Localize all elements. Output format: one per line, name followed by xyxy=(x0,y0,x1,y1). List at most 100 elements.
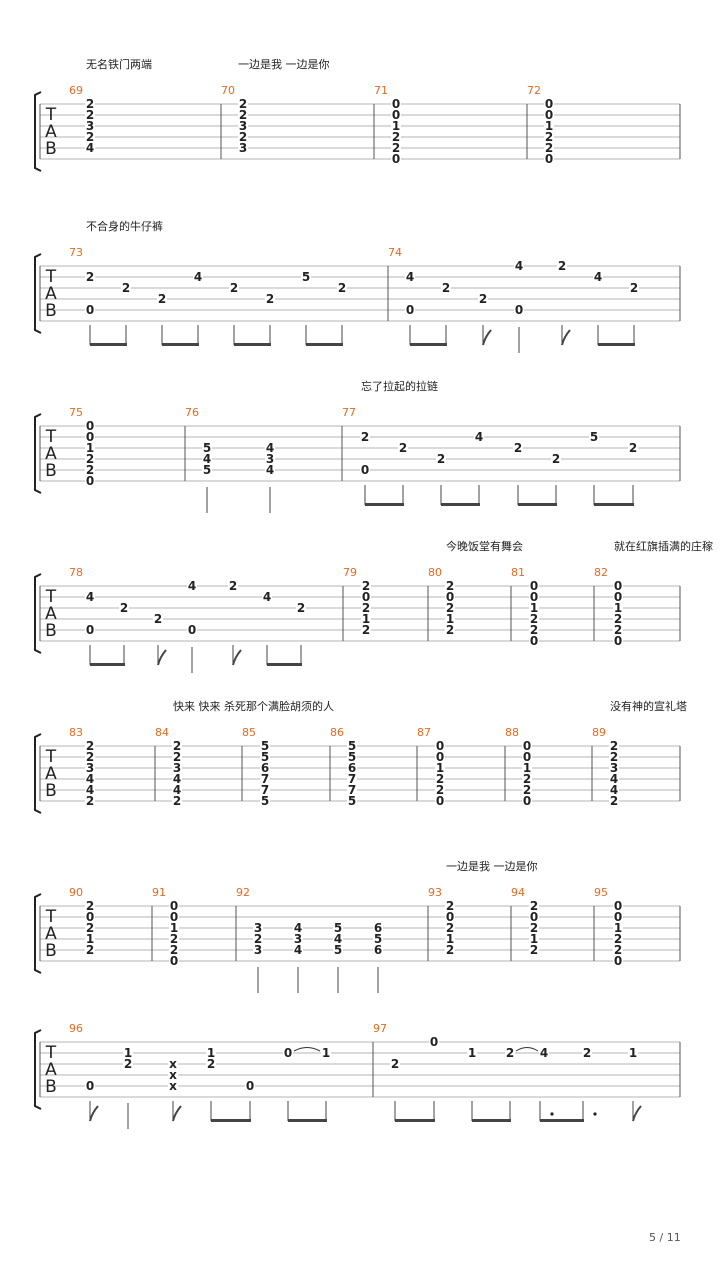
fret-number: 5 xyxy=(334,943,342,957)
fret-background xyxy=(202,442,212,453)
fret-number: 4 xyxy=(266,463,274,477)
fret-background xyxy=(609,795,619,806)
measure-number: 69 xyxy=(69,84,83,97)
fret-background xyxy=(522,762,532,773)
fret-background xyxy=(613,955,623,966)
fret-number: 2 xyxy=(583,1046,591,1060)
fret-number: 0 xyxy=(545,108,553,122)
fret-number: 0 xyxy=(392,97,400,111)
fret-number: 0 xyxy=(436,750,444,764)
fret-number: 2 xyxy=(86,130,94,144)
fret-number: 2 xyxy=(446,601,454,615)
fret-number: 2 xyxy=(610,750,618,764)
lyric-text: 今晚饭堂有舞会 xyxy=(446,539,523,553)
fret-number: x xyxy=(169,1057,177,1071)
fret-number: 2 xyxy=(362,579,370,593)
fret-background xyxy=(85,464,95,475)
fret-number: 4 xyxy=(406,270,414,284)
fret-number: 2 xyxy=(170,932,178,946)
fret-background xyxy=(85,420,95,431)
fret-number: 1 xyxy=(207,1046,215,1060)
fret-number: 2 xyxy=(436,772,444,786)
fret-background xyxy=(238,131,248,142)
fret-background xyxy=(478,293,488,304)
fret-background xyxy=(296,602,306,613)
fret-number: 4 xyxy=(334,932,342,946)
fret-background xyxy=(435,795,445,806)
fret-background xyxy=(260,773,270,784)
fret-number: 3 xyxy=(86,761,94,775)
fret-background xyxy=(360,464,370,475)
fret-number: 0 xyxy=(523,739,531,753)
tab-clef-letter: T xyxy=(45,267,57,287)
fret-background xyxy=(529,580,539,591)
note-beam xyxy=(518,503,557,506)
fret-number: 2 xyxy=(392,130,400,144)
fret-number: 2 xyxy=(629,441,637,455)
fret-background xyxy=(168,1080,178,1091)
fret-number: 2 xyxy=(552,452,560,466)
fret-background xyxy=(229,282,239,293)
fret-background xyxy=(474,431,484,442)
fret-background xyxy=(253,922,263,933)
fret-background xyxy=(445,922,455,933)
fret-background xyxy=(85,762,95,773)
fret-number: 4 xyxy=(594,270,602,284)
note-beam xyxy=(365,503,404,506)
fret-number: 2 xyxy=(154,612,162,626)
fret-number: 2 xyxy=(614,612,622,626)
fret-number: 2 xyxy=(442,281,450,295)
fret-number: 0 xyxy=(361,463,369,477)
fret-number: 2 xyxy=(506,1046,514,1060)
fret-number: 4 xyxy=(294,921,302,935)
fret-background xyxy=(529,635,539,646)
fret-number: 0 xyxy=(446,910,454,924)
fret-background xyxy=(539,1047,549,1058)
fret-number: 6 xyxy=(348,761,356,775)
fret-number: 2 xyxy=(446,921,454,935)
fret-number: 0 xyxy=(515,303,523,317)
fret-number: 3 xyxy=(294,932,302,946)
fret-number: 2 xyxy=(86,463,94,477)
fret-background xyxy=(172,762,182,773)
fret-number: 2 xyxy=(392,141,400,155)
fret-background xyxy=(551,453,561,464)
fret-number: 0 xyxy=(530,590,538,604)
fret-number: 2 xyxy=(158,292,166,306)
fret-background xyxy=(238,120,248,131)
rhythm-dot xyxy=(593,1112,597,1116)
fret-number: 2 xyxy=(120,601,128,615)
fret-number: 2 xyxy=(614,943,622,957)
fret-background xyxy=(172,740,182,751)
fret-number: 2 xyxy=(630,281,638,295)
fret-background xyxy=(361,602,371,613)
system-bracket xyxy=(34,893,42,974)
fret-background xyxy=(544,153,554,164)
fret-number: 0 xyxy=(545,152,553,166)
fret-background xyxy=(360,431,370,442)
fret-background xyxy=(85,131,95,142)
fret-background xyxy=(262,591,272,602)
fret-number: 7 xyxy=(348,772,356,786)
fret-number: 2 xyxy=(254,932,262,946)
tab-clef-letter: A xyxy=(45,604,57,624)
fret-background xyxy=(123,1058,133,1069)
fret-number: 2 xyxy=(523,783,531,797)
fret-background xyxy=(361,613,371,624)
tab-clef-letter: T xyxy=(45,105,57,125)
fret-number: 0 xyxy=(170,910,178,924)
fret-background xyxy=(398,442,408,453)
measure-number: 93 xyxy=(428,886,442,899)
fret-background xyxy=(169,900,179,911)
fret-number: 0 xyxy=(614,590,622,604)
fret-number: 0 xyxy=(86,1079,94,1093)
measure-number: 78 xyxy=(69,566,83,579)
fret-background xyxy=(206,1047,216,1058)
fret-number: 1 xyxy=(362,612,370,626)
fret-background xyxy=(187,624,197,635)
fret-number: 2 xyxy=(207,1057,215,1071)
fret-background xyxy=(445,911,455,922)
fret-background xyxy=(283,1047,293,1058)
fret-background xyxy=(361,624,371,635)
fret-background xyxy=(405,304,415,315)
